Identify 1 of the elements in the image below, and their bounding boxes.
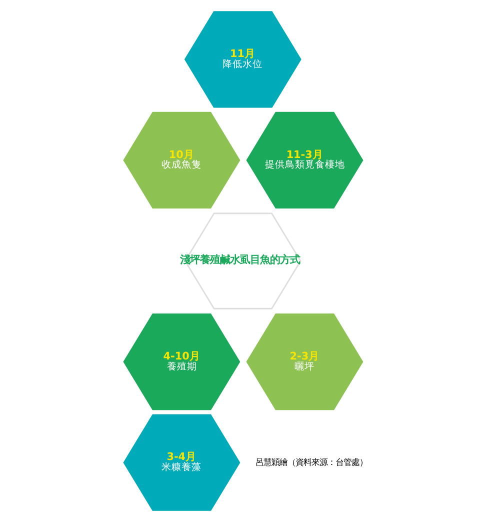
- label: 呂慧穎繪（資料來源：台管處）: [256, 456, 368, 466]
